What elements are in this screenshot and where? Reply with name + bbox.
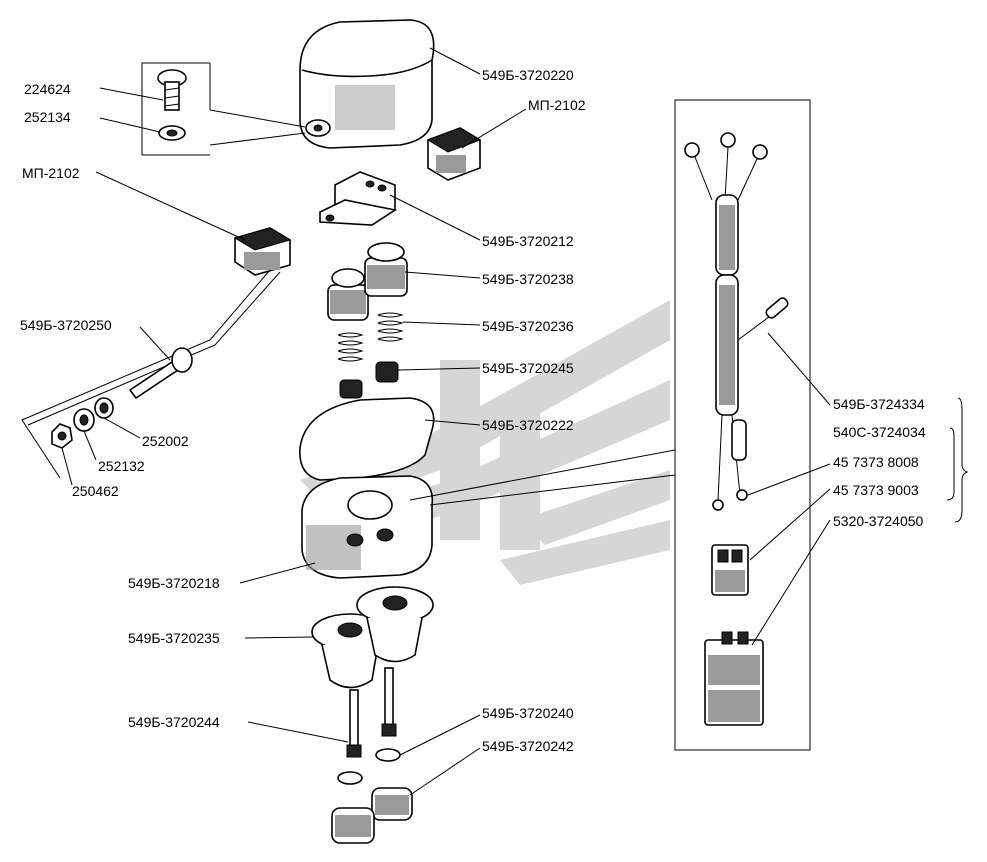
part-labels: 549Б-3720220 224624 252134 МП-2102 МП-21… (20, 67, 926, 754)
label-washer-lower: 549Б-3720240 (482, 705, 574, 721)
cover-549b-3720220 (299, 19, 435, 149)
label-valve-cap: 549Б-3720238 (482, 271, 574, 287)
connector-5320-3724050 (704, 631, 764, 726)
label-terminal-2: 45 7373 9003 (833, 482, 919, 498)
label-switch-left: МП-2102 (22, 165, 80, 181)
label-plug-lower: 549Б-3720242 (482, 738, 574, 754)
label-valve-seat: 549Б-3720245 (482, 360, 574, 376)
label-washer-cover: 252134 (24, 109, 71, 125)
label-body: 549Б-3720218 (128, 575, 220, 591)
label-washer-flat: 252132 (98, 458, 145, 474)
label-spring: 549Б-3720236 (482, 318, 574, 334)
washer-252132 (73, 408, 95, 432)
nut-250462 (51, 423, 73, 449)
label-screw: 224624 (24, 81, 71, 97)
bracket-549b-3720212 (319, 171, 398, 226)
harness-frame (674, 99, 811, 751)
valve-caps-549b-3720238 (327, 242, 408, 321)
label-switch-top: МП-2102 (528, 97, 586, 113)
lower-housing-549b-3720235 (311, 586, 434, 689)
pins-549b-3720244 (346, 667, 397, 758)
label-bolt: 549Б-3720250 (20, 317, 112, 333)
label-bracket: 549Б-3720212 (482, 233, 574, 249)
body-549b-3720218 (301, 475, 434, 579)
springs-549b-3720236 (337, 312, 404, 362)
bolt-group-frame (21, 269, 281, 479)
switch-mp2102-left (233, 227, 292, 276)
label-pin: 549Б-3720244 (128, 714, 220, 730)
gasket-549b-3720222 (299, 397, 435, 481)
label-harness-1: 549Б-3724334 (833, 396, 925, 412)
label-gasket: 549Б-3720222 (482, 417, 574, 433)
washer-252134 (158, 125, 186, 141)
wire-harness (684, 132, 789, 511)
label-nut: 250462 (72, 483, 119, 499)
screw-group-frame (141, 62, 211, 156)
label-cover: 549Б-3720220 (482, 67, 574, 83)
leader-lines (61, 47, 969, 796)
switch-mp2102-top (426, 127, 482, 181)
label-harness-2: 540С-3724034 (833, 424, 926, 440)
terminal-45-7373-9003 (711, 544, 749, 596)
label-housing-lower: 549Б-3720235 (128, 630, 220, 646)
label-washer-spring: 252002 (142, 433, 189, 449)
label-connector: 5320-3724050 (833, 513, 924, 529)
label-terminal-1: 45 7373 8008 (833, 454, 919, 470)
valve-seats-549b-3720245 (339, 361, 399, 399)
plugs-549b-3720242 (331, 787, 413, 844)
screw-224624 (157, 69, 187, 111)
bolt-549b-3720250 (128, 347, 193, 400)
washer-252002 (94, 397, 114, 419)
